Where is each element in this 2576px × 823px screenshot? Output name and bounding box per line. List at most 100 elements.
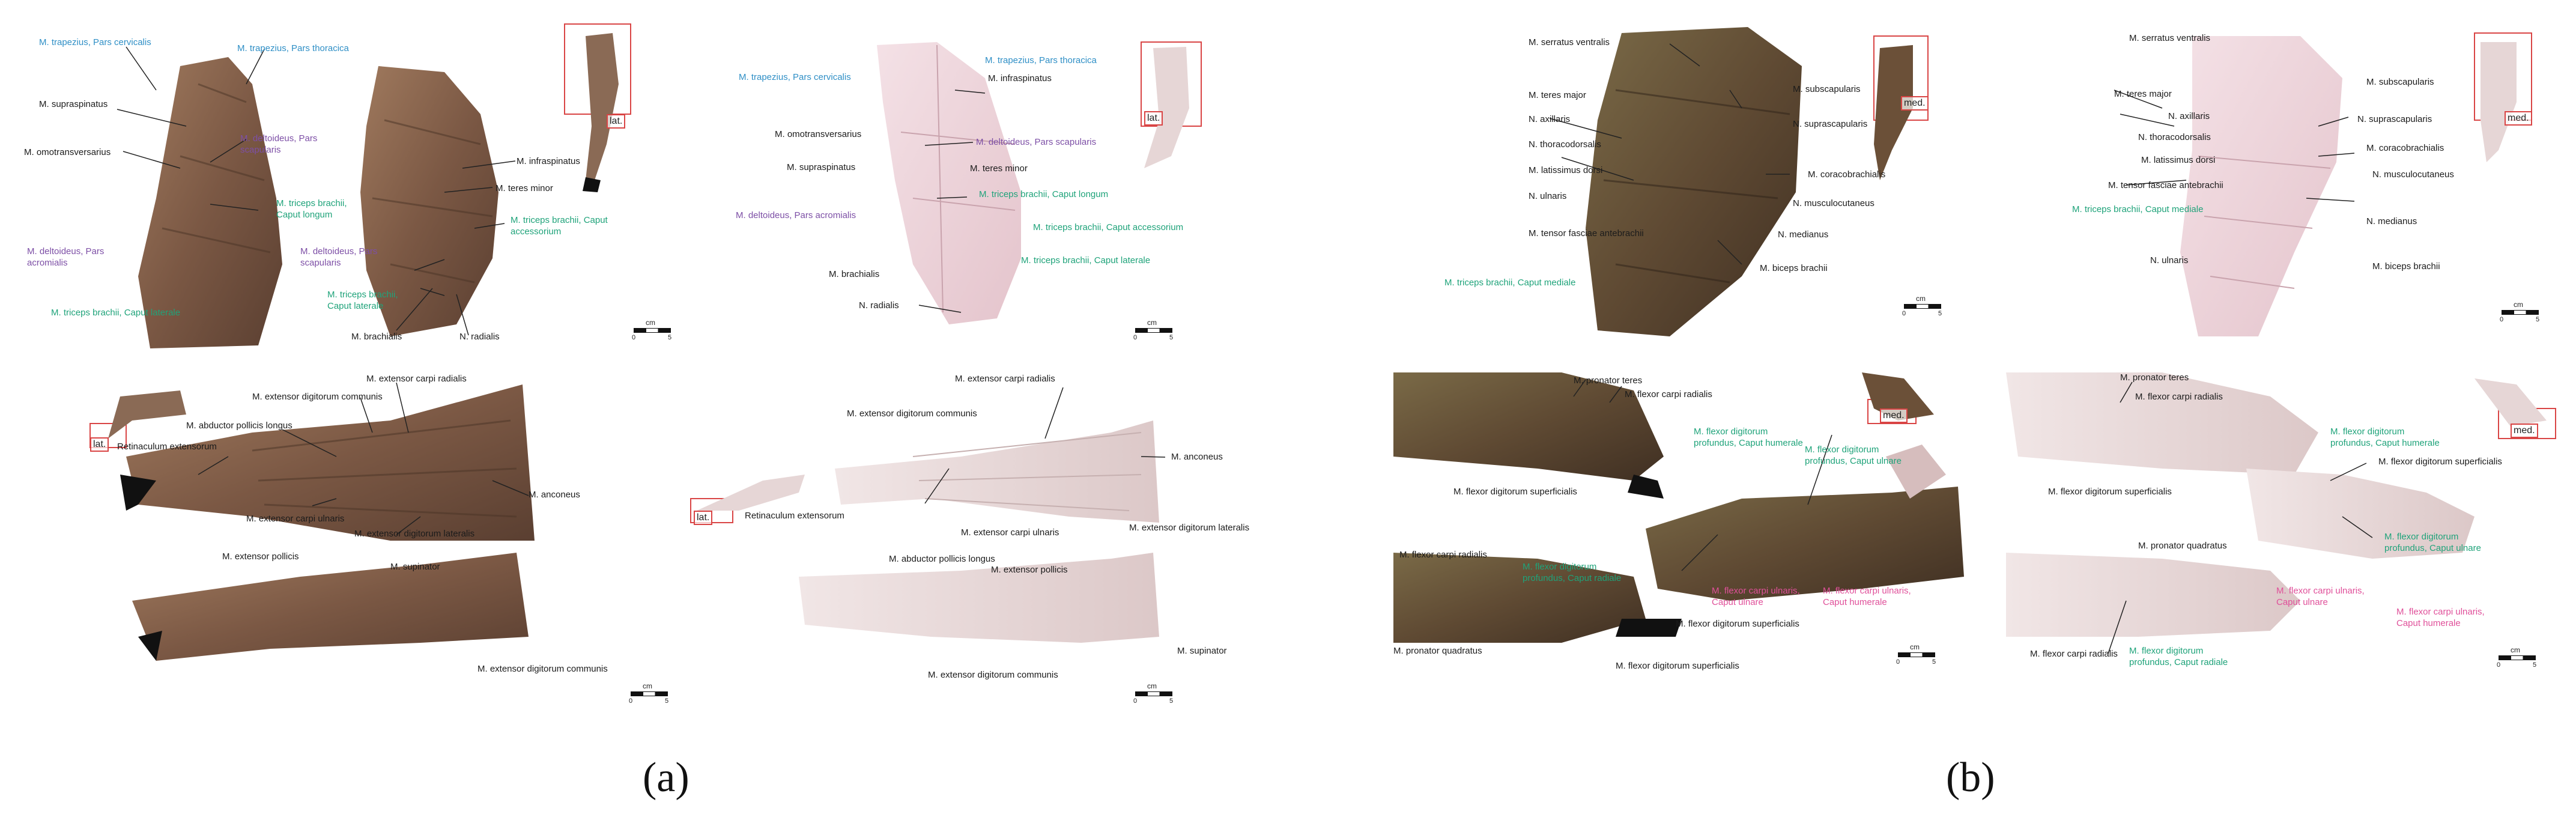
label-a2: M. brachialis: [829, 269, 880, 279]
label-a3: M. anconeus: [529, 490, 580, 500]
orientation-tag-a1: lat.: [607, 114, 626, 129]
label-b2: M. latissimus dorsi: [2141, 155, 2216, 165]
label-b1: M. subscapularis: [1793, 84, 1861, 94]
label-a2: M. trapezius, Pars thoracica: [985, 55, 1097, 65]
scalebar-bar: [2499, 655, 2536, 660]
label-b3: M. flexor carpi ulnaris, Caput humerale: [1823, 586, 1911, 607]
label-b2: N. thoracodorsalis: [2138, 132, 2211, 142]
label-a3: M. extensor carpi ulnaris: [246, 514, 345, 524]
label-a1: N. radialis: [459, 332, 500, 342]
label-b1: M. latissimus dorsi: [1529, 165, 1603, 175]
label-b1: N. musculocutaneus: [1793, 198, 1874, 208]
scalebar-unit: cm: [1916, 294, 1926, 303]
label-a4: M. extensor pollicis: [991, 565, 1068, 575]
label-b3: M. flexor carpi radialis: [1625, 389, 1712, 399]
label-b2: N. medianus: [2366, 216, 2417, 226]
scalebar-unit: cm: [646, 318, 655, 327]
label-a2: M. supraspinatus: [787, 162, 856, 172]
label-a2: M. deltoideus, Pars acromialis: [736, 210, 856, 220]
panel-label-a: (a): [643, 755, 689, 801]
label-b4: M. flexor digitorum profundus, Caput uln…: [2384, 532, 2481, 553]
scalebar-end: 5: [1932, 658, 1936, 666]
label-a2: M. omotransversarius: [775, 129, 862, 139]
label-b2: N. suprascapularis: [2357, 114, 2432, 124]
scalebar-end: 5: [665, 697, 669, 705]
label-a4: M. abductor pollicis longus: [889, 554, 995, 564]
label-b4: M. flexor carpi ulnaris, Caput humerale: [2396, 607, 2485, 628]
label-a1: M. deltoideus, Pars scapularis: [240, 133, 318, 155]
label-b3: M. flexor digitorum superficialis: [1676, 619, 1799, 629]
label-b4: M. flexor digitorum superficialis: [2378, 457, 2502, 467]
specimen-b2-model: [2180, 36, 2342, 336]
specimen-a2-model: [877, 42, 1021, 324]
label-b1: N. medianus: [1778, 229, 1829, 240]
label-b2: M. subscapularis: [2366, 77, 2434, 87]
label-a3: M. extensor digitorum lateralis: [354, 529, 475, 539]
scalebar-unit: cm: [643, 682, 652, 690]
label-b1: M. tensor fasciae antebrachii: [1529, 228, 1644, 238]
thumbnail-b1: [1873, 35, 1929, 180]
label-a4: Retinaculum extensorum: [745, 511, 844, 521]
specimen-a3-forearm: [120, 384, 535, 661]
label-b3: M. flexor digitorum superficialis: [1453, 487, 1577, 497]
scalebar-end: 5: [668, 334, 672, 341]
label-a1: M. omotransversarius: [24, 147, 111, 157]
scalebar-start: 0: [1896, 658, 1900, 666]
label-b3: M. flexor digitorum superficialis: [1616, 661, 1739, 671]
label-a1: M. trapezius, Pars thoracica: [237, 43, 349, 53]
label-b1: N. ulnaris: [1529, 191, 1567, 201]
label-a4: M. extensor digitorum communis: [847, 408, 977, 419]
label-b2: M. coracobrachialis: [2366, 143, 2444, 153]
label-b2: M. triceps brachii, Caput mediale: [2072, 204, 2204, 214]
specimen-a1-shoulder: [138, 57, 499, 348]
label-a3: M. extensor carpi radialis: [366, 374, 467, 384]
scalebar-end: 5: [1169, 334, 1174, 341]
label-b1: N. axillaris: [1529, 114, 1571, 124]
label-a1: M. infraspinatus: [517, 156, 580, 166]
orientation-tag-b1: med.: [1901, 96, 1929, 111]
label-a3: M. extensor digitorum communis: [477, 664, 608, 674]
label-a1: M. brachialis: [351, 332, 402, 342]
label-a3: M. extensor digitorum communis: [252, 392, 383, 402]
label-a1: M. triceps brachii, Caput accessorium: [511, 215, 608, 237]
label-a2: M. teres minor: [970, 163, 1028, 174]
scalebar-end: 5: [2533, 661, 2537, 669]
thumbnail-b4: [2474, 378, 2556, 439]
scalebar-start: 0: [2497, 661, 2501, 669]
scalebar-bar: [1135, 328, 1172, 333]
label-a3: M. supinator: [390, 562, 440, 572]
scalebar-start: 0: [632, 334, 636, 341]
leader-lines: [117, 43, 2373, 654]
label-a2: M. deltoideus, Pars scapularis: [976, 137, 1097, 147]
scalebar-unit: cm: [1147, 682, 1157, 690]
scalebar-bar: [634, 328, 671, 333]
label-a3: Retinaculum extensorum: [117, 442, 217, 452]
label-a2: M. trapezius, Pars cervicalis: [739, 72, 851, 82]
thumbnail-a1: [564, 23, 631, 192]
label-b2: N. axillaris: [2168, 111, 2210, 121]
label-b4: M. flexor carpi radialis: [2030, 649, 2118, 659]
label-a4: M. extensor carpi radialis: [955, 374, 1055, 384]
label-b1: M. teres major: [1529, 90, 1586, 100]
label-a1: M. triceps brachii, Caput laterale: [51, 308, 181, 318]
label-a1: M. deltoideus, Pars acromialis: [27, 246, 105, 268]
label-b1: N. thoracodorsalis: [1529, 139, 1601, 150]
label-a4: M. extensor carpi ulnaris: [961, 527, 1059, 538]
scalebar-bar: [1904, 304, 1941, 309]
orientation-tag-a2: lat.: [1144, 111, 1163, 126]
label-b3: M. flexor digitorum profundus, Caput rad…: [1523, 562, 1622, 583]
label-b3: M. flexor digitorum profundus, Caput hum…: [1694, 427, 1803, 448]
label-b1: N. suprascapularis: [1793, 119, 1868, 129]
label-b1: M. coracobrachialis: [1808, 169, 1886, 180]
scalebar-bar: [2502, 310, 2539, 315]
label-b4: M. flexor carpi radialis: [2135, 392, 2223, 402]
label-a2: M. triceps brachii, Caput laterale: [1021, 255, 1151, 266]
scalebar-end: 5: [2536, 316, 2540, 323]
specimen-b1-shoulder: [1586, 27, 1802, 336]
orientation-tag-b4: med.: [2511, 424, 2538, 438]
scalebar-start: 0: [629, 697, 633, 705]
scalebar-bar: [1898, 652, 1935, 657]
thumbnail-a2: [1141, 41, 1202, 168]
scalebar-end: 5: [1938, 310, 1942, 317]
orientation-tag-a4: lat.: [694, 511, 713, 525]
